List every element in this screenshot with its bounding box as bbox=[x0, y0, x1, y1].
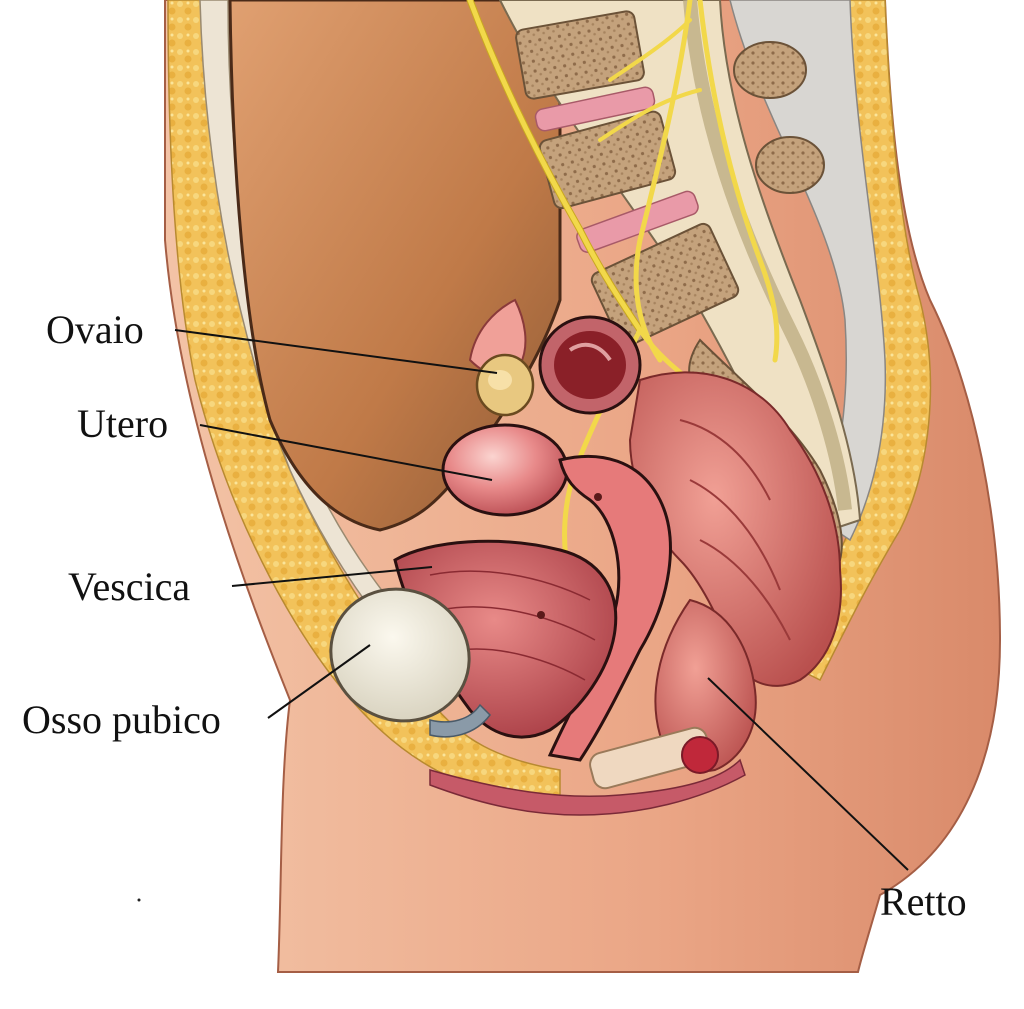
intestines bbox=[628, 371, 842, 687]
cervix bbox=[547, 454, 672, 762]
spinous-process bbox=[755, 136, 825, 194]
label-osso-pubico: Osso pubico bbox=[22, 697, 221, 742]
uterus bbox=[441, 423, 569, 517]
spinous-process bbox=[733, 41, 807, 99]
back-muscles bbox=[729, 0, 887, 542]
label-utero: Utero bbox=[77, 401, 168, 446]
label-ovaio: Ovaio bbox=[46, 307, 144, 352]
stray-dot bbox=[137, 898, 141, 902]
utero-leader-line bbox=[199, 424, 493, 481]
retto-leader-line bbox=[707, 677, 909, 871]
nerves bbox=[466, 0, 780, 637]
intervertebral-disc bbox=[534, 86, 656, 132]
rectum bbox=[654, 598, 757, 772]
ovary-group bbox=[468, 298, 535, 417]
uterine-fundus-section bbox=[538, 315, 642, 415]
abdominal-cavity bbox=[228, 0, 562, 532]
perineal-tissue bbox=[429, 758, 746, 816]
label-vescica: Vescica bbox=[68, 564, 190, 609]
pubic-bone-group bbox=[329, 587, 491, 738]
vescica-leader-line bbox=[231, 566, 433, 587]
pubic-bone bbox=[329, 587, 471, 723]
label-retto: Retto bbox=[880, 879, 967, 924]
osso-pubico-leader-line bbox=[267, 644, 371, 719]
ovaio-leader-line bbox=[174, 329, 498, 374]
anal-lumen bbox=[681, 736, 719, 774]
